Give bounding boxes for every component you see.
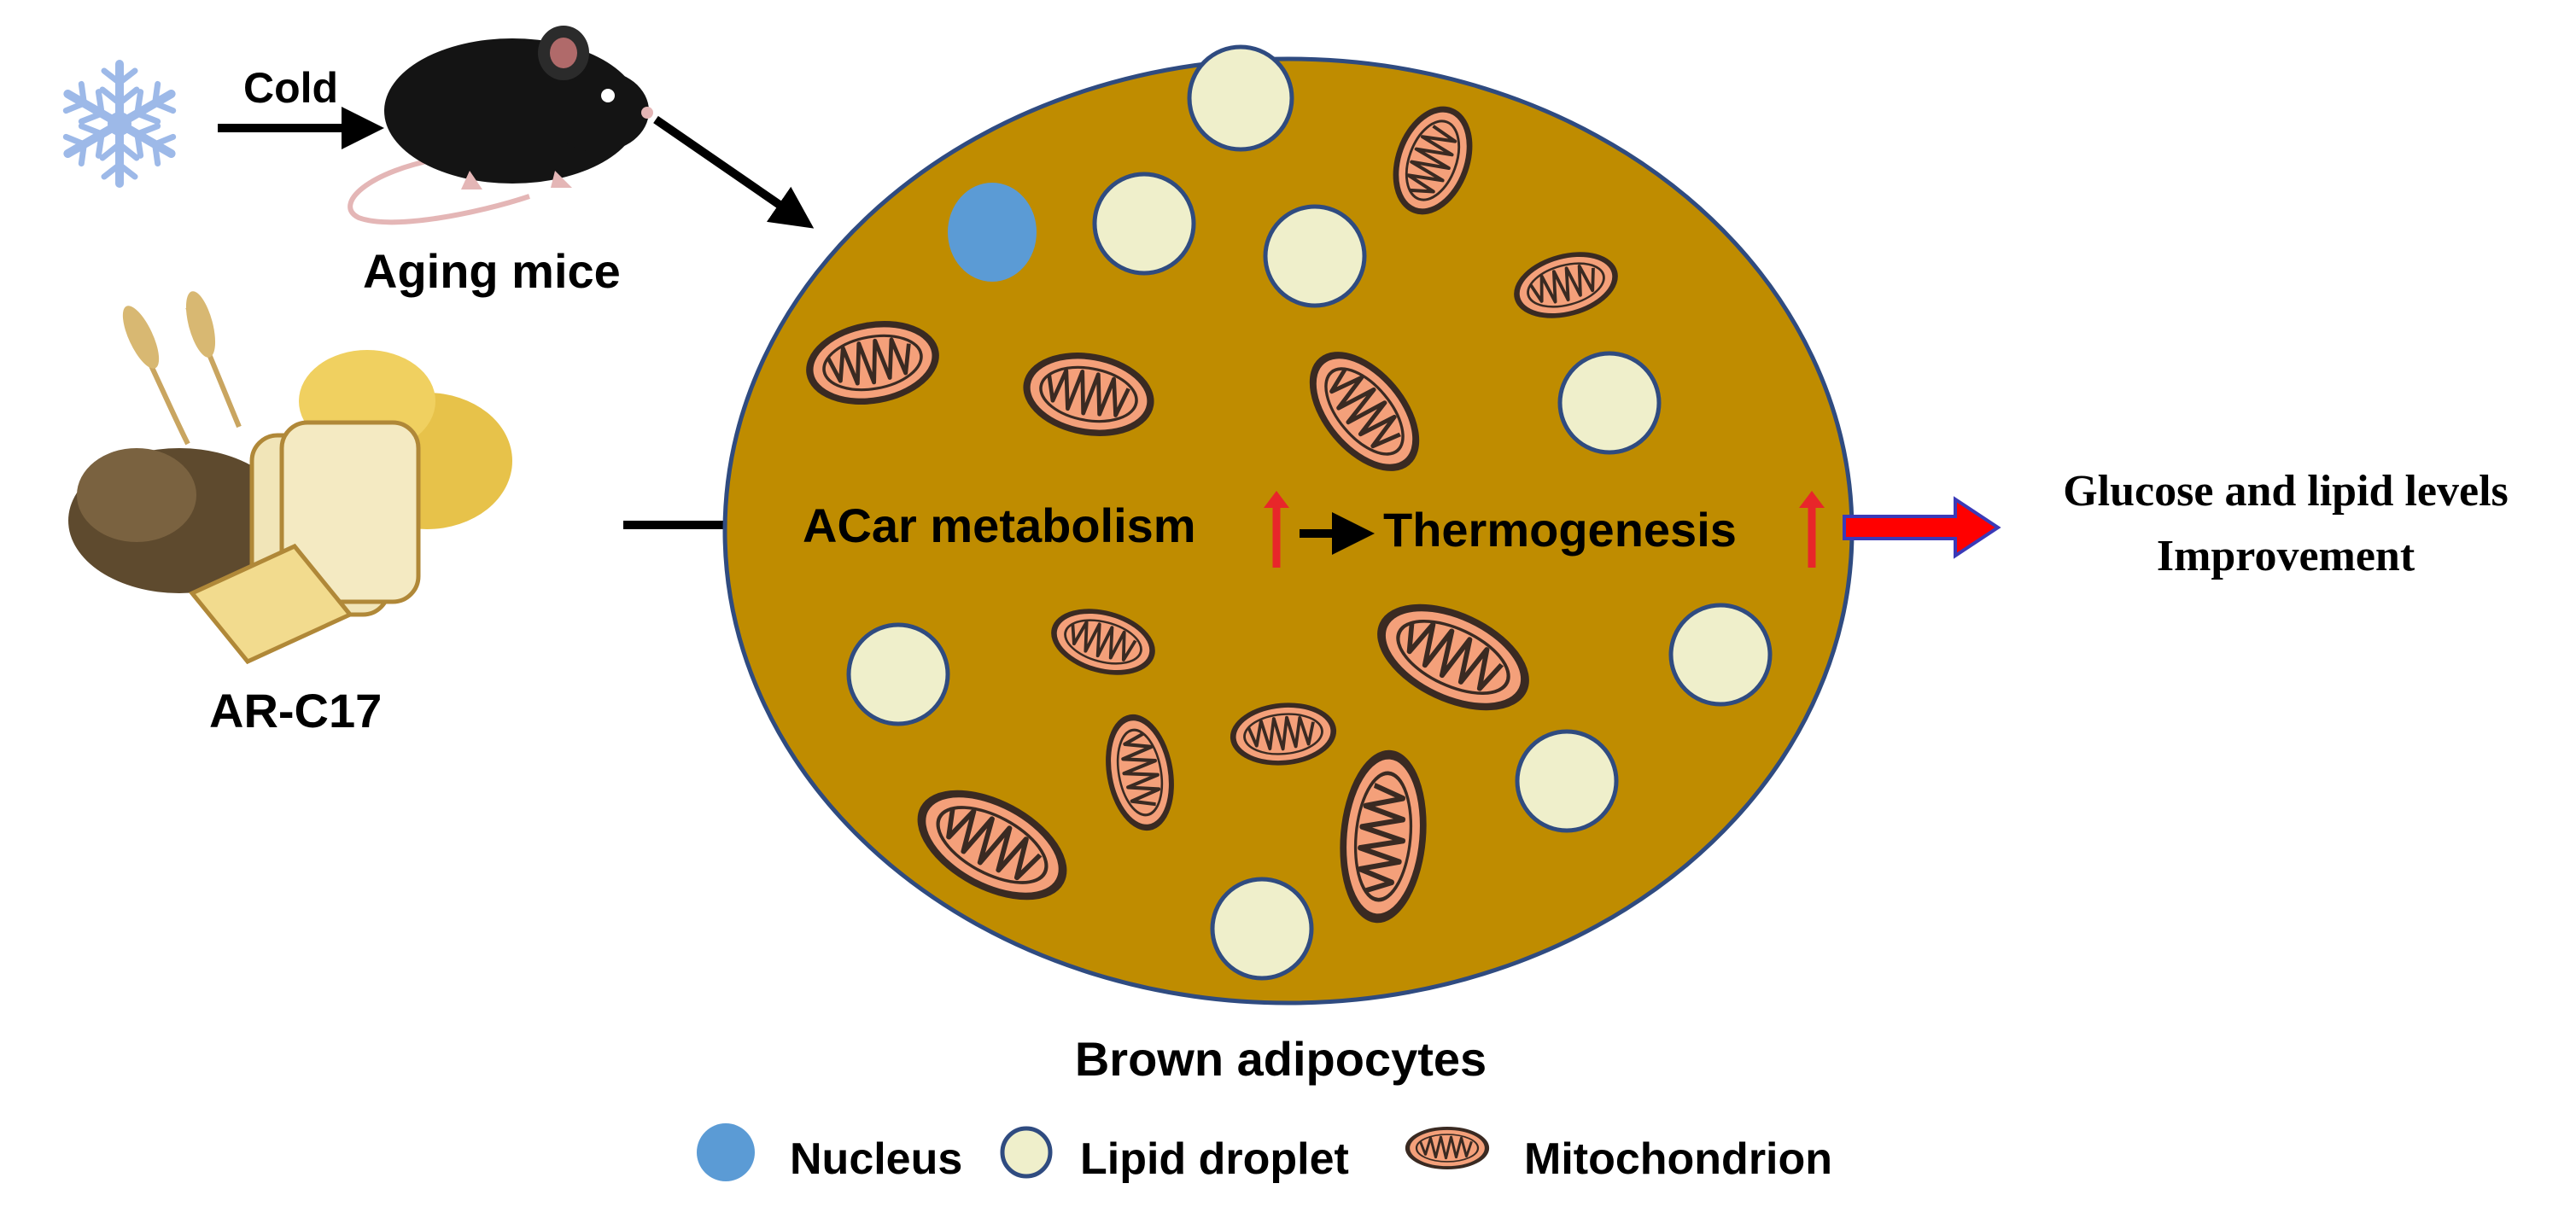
legend-nucleus-swatch [697, 1123, 755, 1181]
aging-mice-label: Aging mice [363, 244, 621, 298]
lipid-droplet [1187, 44, 1294, 152]
lipid-droplet [1092, 172, 1196, 276]
lipid-droplet [1210, 877, 1314, 981]
acar-metabolism-label: ACar metabolism [803, 498, 1196, 552]
lipid-droplet [846, 622, 950, 726]
legend-lipid-label: Lipid droplet [1080, 1134, 1349, 1184]
outcome-line1: Glucose and lipid levels [2063, 467, 2509, 516]
legend: Nucleus Lipid droplet Mitochondrion [697, 1123, 1832, 1184]
cell-title: Brown adipocytes [1075, 1032, 1487, 1086]
nucleus [948, 183, 1037, 282]
thermogenesis-label: Thermogenesis [1383, 503, 1737, 557]
lipid-droplet [1515, 729, 1619, 833]
legend-nucleus-label: Nucleus [790, 1134, 962, 1184]
mouse-icon [348, 26, 653, 225]
legend-mitochondrion-swatch [1408, 1128, 1487, 1168]
snowflake-icon [59, 64, 179, 184]
lipid-droplet [1557, 351, 1662, 455]
lipid-droplet [1668, 603, 1773, 707]
outcome-arrow [1843, 496, 2001, 559]
lipid-droplets [846, 44, 1773, 981]
ar-c17-label: AR-C17 [209, 684, 382, 737]
legend-lipid-swatch [1000, 1126, 1053, 1179]
mouse-to-cell-arrow [653, 115, 815, 229]
bread-icon [68, 291, 512, 665]
lipid-droplet [1263, 204, 1367, 308]
legend-mitochondrion-label: Mitochondrion [1524, 1134, 1832, 1184]
outcome-line2: Improvement [2157, 532, 2415, 580]
cold-label: Cold [243, 64, 338, 112]
